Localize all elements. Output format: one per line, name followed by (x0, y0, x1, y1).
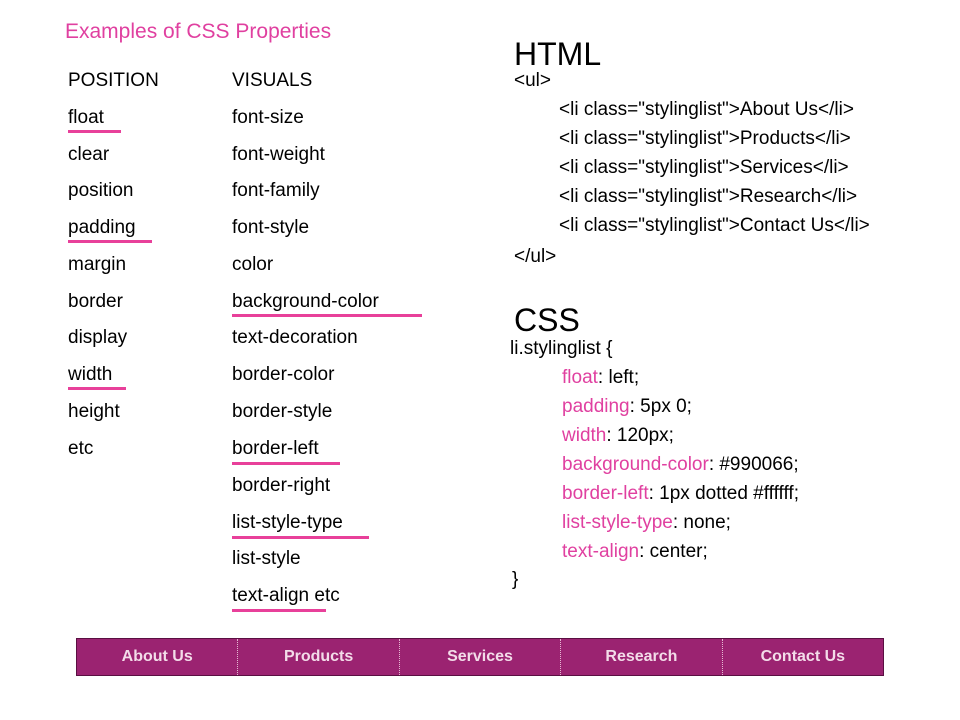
li-text: Products (739, 128, 815, 149)
css-prop: padding (562, 396, 630, 417)
background-color-underline (232, 314, 422, 317)
visuals-item-border-right: border-right (232, 475, 331, 496)
nav-item-research[interactable]: Research (560, 639, 721, 675)
padding-underline (68, 240, 152, 243)
css-prop: list-style-type (562, 512, 673, 533)
html-li-contact: <li class="stylinglist">Contact Us</li> (559, 215, 870, 237)
nav-item-about-us[interactable]: About Us (121, 648, 193, 665)
position-item-clear: clear (68, 144, 110, 165)
li-text: Contact Us (739, 215, 834, 236)
position-item-margin: margin (68, 254, 127, 275)
position-item-width: width (68, 364, 113, 385)
css-rule-background-color: background-color: #990066; (562, 454, 799, 476)
li-close-tag: </li> (821, 186, 858, 207)
subtitle: Examples of CSS Properties (65, 20, 332, 43)
li-open-tag: <li class="stylinglist"> (559, 128, 740, 149)
css-rule-text-align: text-align: center; (562, 541, 708, 563)
visuals-item-border-color: border-color (232, 364, 335, 385)
li-open-tag: <li class="stylinglist"> (559, 186, 740, 207)
position-item-height: height (68, 401, 120, 422)
visuals-item-list-style-type: list-style-type (232, 512, 343, 533)
visuals-item-font-size: font-size (232, 107, 304, 128)
li-open-tag: <li class="stylinglist"> (559, 215, 740, 236)
html-ul-open: <ul> (514, 70, 551, 91)
css-value: : center; (639, 541, 708, 562)
visuals-heading: VISUALS (232, 70, 313, 91)
li-close-tag: </li> (818, 99, 854, 120)
css-close-brace: } (512, 569, 519, 590)
li-text: Services (739, 157, 813, 178)
css-prop: width (562, 425, 607, 446)
position-item-etc: etc (68, 438, 94, 459)
css-rule-padding: padding: 5px 0; (562, 396, 692, 418)
nav-bar: About Us Products Services Research Cont… (76, 638, 884, 676)
css-rule-float: float: left; (562, 367, 639, 389)
html-ul-close: </ul> (514, 246, 557, 267)
html-li-about: <li class="stylinglist">About Us</li> (559, 99, 854, 121)
visuals-item-font-weight: font-weight (232, 144, 325, 165)
visuals-item-border-style: border-style (232, 401, 333, 422)
li-open-tag: <li class="stylinglist"> (559, 157, 740, 178)
li-close-tag: </li> (833, 215, 870, 236)
text-align-underline (232, 609, 326, 612)
html-li-research: <li class="stylinglist">Research</li> (559, 186, 857, 208)
li-close-tag: </li> (812, 157, 849, 178)
width-underline (68, 387, 126, 390)
css-prop: text-align (562, 541, 640, 562)
css-value: : #990066; (708, 454, 799, 475)
position-item-border: border (68, 291, 123, 312)
css-value: : 120px; (606, 425, 674, 446)
nav-item-products[interactable]: Products (237, 639, 398, 675)
nav-item-contact-us[interactable]: Contact Us (721, 639, 883, 675)
css-selector: li.stylinglist { (510, 338, 613, 359)
border-left-underline (232, 462, 340, 465)
li-text: About Us (739, 99, 819, 120)
css-value: : 1px dotted #ffffff; (648, 483, 799, 504)
css-prop: background-color (562, 454, 709, 475)
li-text: Research (739, 186, 822, 207)
css-rule-border-left: border-left: 1px dotted #ffffff; (562, 483, 799, 505)
css-title: CSS (514, 302, 580, 338)
list-style-type-underline (232, 536, 369, 539)
li-open-tag: <li class="stylinglist"> (559, 99, 740, 120)
visuals-item-list-style: list-style (232, 548, 301, 569)
html-li-products: <li class="stylinglist">Products</li> (559, 128, 851, 150)
css-prop: float (562, 367, 598, 388)
css-value: : 5px 0; (629, 396, 692, 417)
nav-item-services[interactable]: Services (398, 639, 560, 675)
html-li-services: <li class="stylinglist">Services</li> (559, 157, 849, 179)
visuals-item-font-family: font-family (232, 180, 320, 201)
visuals-item-text-align: text-align etc (232, 585, 340, 606)
position-heading: POSITION (68, 70, 159, 91)
visuals-item-font-style: font-style (232, 217, 310, 238)
css-prop: border-left (562, 483, 649, 504)
position-item-position: position (68, 180, 134, 201)
css-value: : left; (597, 367, 640, 388)
css-value: : none; (672, 512, 731, 533)
visuals-item-border-left: border-left (232, 438, 319, 459)
position-item-float: float (68, 107, 104, 128)
visuals-item-color: color (232, 254, 274, 275)
li-close-tag: </li> (814, 128, 851, 149)
position-item-padding: padding (68, 217, 136, 238)
visuals-item-background-color: background-color (232, 291, 379, 312)
float-underline (68, 130, 121, 133)
css-rule-list-style-type: list-style-type: none; (562, 512, 731, 534)
visuals-item-text-decoration: text-decoration (232, 327, 358, 348)
position-item-display: display (68, 327, 128, 348)
css-rule-width: width: 120px; (562, 425, 674, 447)
html-title: HTML (514, 36, 602, 72)
